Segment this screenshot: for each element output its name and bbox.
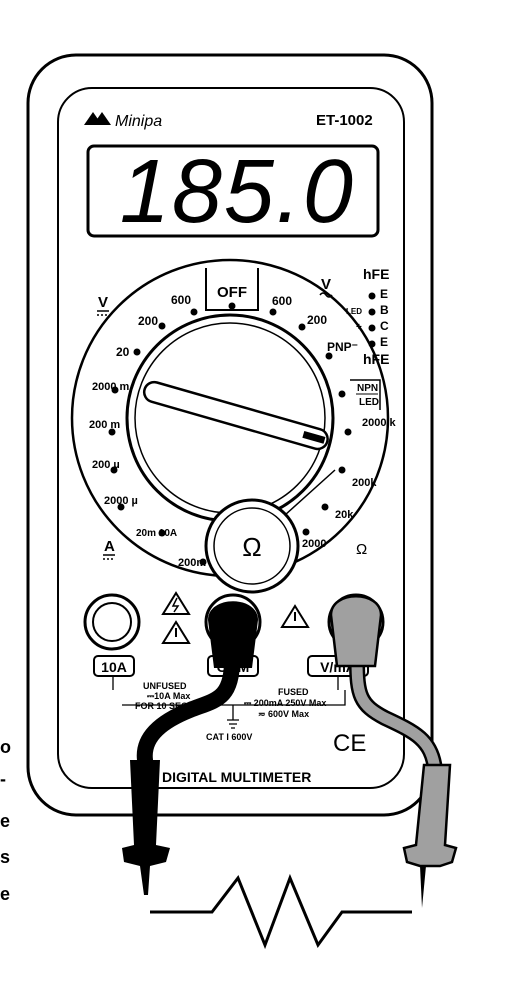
pnp-label: PNP⁻ bbox=[327, 340, 358, 354]
unfused-line-2: ⎓10A Max bbox=[147, 691, 190, 701]
hfe-pin-e2: E bbox=[380, 335, 388, 349]
gray-probe-tip bbox=[420, 866, 426, 908]
off-label: OFF bbox=[217, 284, 247, 301]
left-edge-char-2: - bbox=[0, 770, 6, 788]
left-edge-char-3: e bbox=[0, 812, 10, 830]
range-dot-11 bbox=[270, 309, 277, 316]
footer-label: DIGITAL MULTIMETER bbox=[162, 769, 311, 785]
range-dot-8 bbox=[118, 504, 125, 511]
range-dot-13 bbox=[326, 353, 333, 360]
range-dot-17 bbox=[322, 504, 329, 511]
range-label-acv-600: 600 bbox=[272, 294, 292, 308]
dcv-function-symbol: V bbox=[98, 294, 108, 311]
range-dot-6 bbox=[109, 429, 116, 436]
range-dot-15 bbox=[345, 429, 352, 436]
hfe-pin-e1: E bbox=[380, 287, 388, 301]
ce-mark: CE bbox=[333, 730, 366, 757]
range-label-dcv-200: 200 bbox=[138, 314, 158, 328]
range-label-dcv-20: 20 bbox=[116, 345, 130, 359]
knob-ohm-symbol: Ω bbox=[242, 532, 261, 562]
plus-label: + bbox=[356, 322, 362, 333]
dca-function-symbol: A bbox=[104, 538, 115, 555]
label-10a: 10A bbox=[101, 659, 127, 675]
npn-label: NPN bbox=[357, 383, 378, 394]
range-label-ohm-2000k: 2000 k bbox=[362, 417, 397, 429]
range-dot-18 bbox=[303, 529, 310, 536]
range-dot-3 bbox=[159, 323, 166, 330]
jack-10a-inner bbox=[93, 603, 131, 641]
range-dot-7 bbox=[111, 467, 118, 474]
fused-line-2: ⎓ 200mA 250V Max bbox=[244, 698, 326, 708]
range-dot-20 bbox=[369, 309, 376, 316]
hfe-title-top: hFE bbox=[363, 266, 389, 282]
lcd-reading: 185.0 bbox=[120, 142, 355, 242]
range-label-ohm-20k: 20k bbox=[335, 509, 354, 521]
left-edge-char-1: o bbox=[0, 738, 11, 756]
range-dot-16 bbox=[339, 467, 346, 474]
range-dot-10 bbox=[200, 559, 207, 566]
led-label: LED bbox=[346, 307, 362, 316]
range-label-dca-20m-10a: 20m 10A bbox=[136, 528, 177, 539]
range-dot-4 bbox=[134, 349, 141, 356]
left-edge-char-5: e bbox=[0, 885, 10, 903]
range-dot-14 bbox=[339, 391, 346, 398]
cat-rating: CAT I 600V bbox=[206, 732, 252, 742]
range-dot-19 bbox=[369, 293, 376, 300]
range-dot-21 bbox=[369, 325, 376, 332]
range-label-dcv-2000m: 2000 m bbox=[92, 381, 130, 393]
range-label-ohm-2000: 2000 bbox=[302, 538, 326, 550]
unfused-line-1: UNFUSED bbox=[143, 681, 187, 691]
range-label-dcv-200m: 200 m bbox=[89, 419, 120, 431]
range-dot-1 bbox=[229, 303, 236, 310]
hfe-title-bottom: hFE bbox=[363, 351, 389, 367]
hfe-pin-b: B bbox=[380, 303, 389, 317]
range-dot-5 bbox=[112, 387, 119, 394]
range-dot-22 bbox=[369, 341, 376, 348]
model-number: ET-1002 bbox=[316, 112, 373, 129]
resistor-symbol bbox=[150, 878, 412, 945]
fused-line-1: FUSED bbox=[278, 687, 309, 697]
range-dot-9 bbox=[159, 530, 166, 537]
range-dot-2 bbox=[191, 309, 198, 316]
acv-function-symbol: V bbox=[321, 276, 331, 293]
black-lead-plug[interactable] bbox=[208, 601, 258, 668]
left-edge-char-4: s bbox=[0, 848, 10, 866]
fused-line-3: ≂ 600V Max bbox=[258, 709, 309, 719]
npn-led-label: LED bbox=[359, 397, 379, 408]
range-label-dcv-600: 600 bbox=[171, 293, 191, 307]
range-label-acv-200: 200 bbox=[307, 313, 327, 327]
hfe-pin-c: C bbox=[380, 319, 389, 333]
range-label-ohm-200k: 200k bbox=[352, 477, 377, 489]
brand-name: Minipa bbox=[115, 113, 162, 130]
range-dot-12 bbox=[299, 324, 306, 331]
ohm-side-symbol: Ω bbox=[356, 541, 367, 558]
gray-lead-plug[interactable] bbox=[331, 596, 381, 666]
